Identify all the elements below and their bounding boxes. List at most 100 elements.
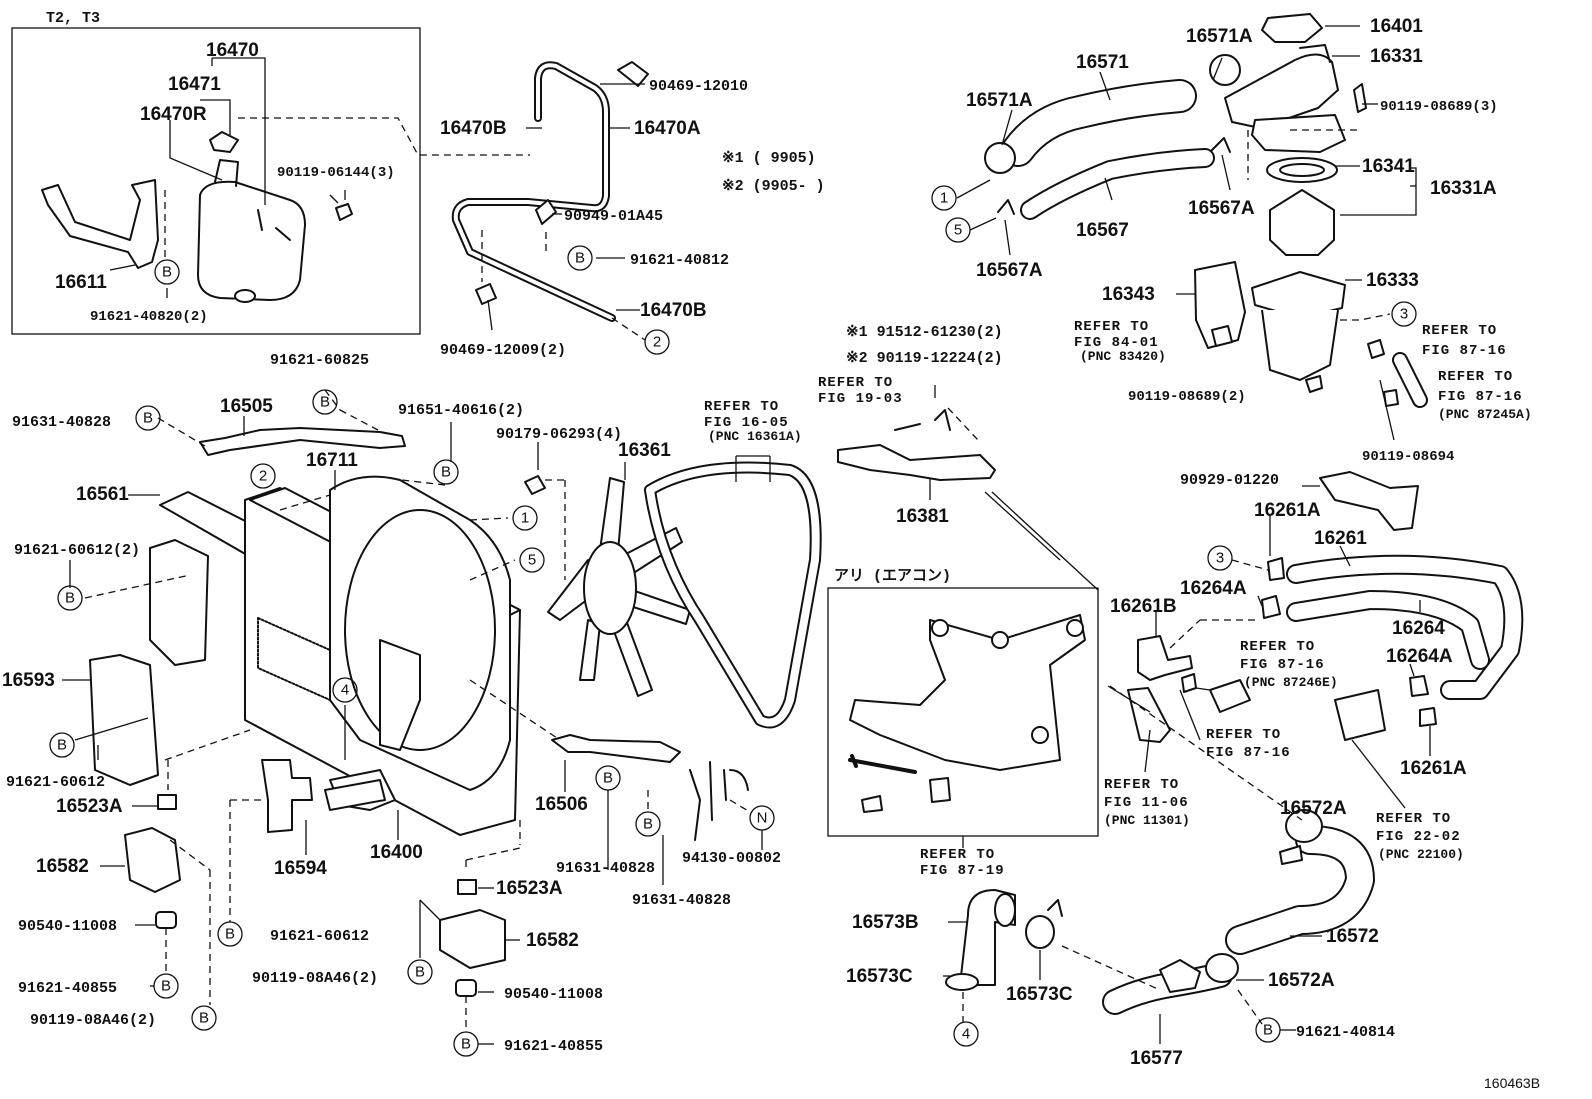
svg-text:1: 1 <box>940 190 948 207</box>
center-hardware-group: 16523A 16582 90119-08A46(2) B 90540-1100… <box>252 878 603 1057</box>
thermostat <box>1269 189 1335 256</box>
svg-text:REFER TO: REFER TO <box>1376 811 1451 827</box>
svg-text:(PNC 87246E): (PNC 87246E) <box>1244 675 1338 690</box>
part-94130-00802: 94130-00802 <box>682 850 781 867</box>
inlet-gasket <box>1194 261 1246 349</box>
svg-text:B: B <box>575 250 585 267</box>
part-16567A-right: 16567A <box>1188 198 1255 219</box>
svg-text:5: 5 <box>528 552 536 569</box>
part-91651-40616: 91651-40616(2) <box>398 402 524 419</box>
note-1: ※1 ( 9905) <box>722 150 816 167</box>
part-16471: 16471 <box>168 74 221 95</box>
reservoir-hose-group: 90469-12010 16470B 16470A 90949-01A45 B … <box>440 61 825 359</box>
fan-hub <box>583 541 637 635</box>
svg-text:1: 1 <box>521 510 529 527</box>
part-16343: 16343 <box>1102 284 1155 305</box>
part-16331A: 16331A <box>1430 178 1497 199</box>
part-16577: 16577 <box>1130 1048 1183 1069</box>
svg-text:B: B <box>1263 1022 1273 1039</box>
part-16523A-center: 16523A <box>496 878 563 899</box>
part-91621-40820: 91621-40820(2) <box>90 309 208 325</box>
part-16573B: 16573B <box>852 912 919 933</box>
part-16331: 16331 <box>1370 46 1423 67</box>
part-16593: 16593 <box>2 670 55 691</box>
part-91631-40828-left: 91631-40828 <box>12 414 111 431</box>
part-16572A-top: 16572A <box>1280 798 1347 819</box>
part-16261A-bottom: 16261A <box>1400 758 1467 779</box>
svg-text:3: 3 <box>1400 306 1408 323</box>
svg-text:2: 2 <box>653 334 661 351</box>
svg-text:2: 2 <box>259 468 267 485</box>
part-90540-11008-center: 90540-11008 <box>504 986 603 1003</box>
part-16573C-right: 16573C <box>1006 984 1073 1005</box>
part-16361: 16361 <box>618 440 671 461</box>
part-16264A-right: 16264A <box>1386 646 1453 667</box>
radiator-group: 91621-60825 B 91631-40828 B 16505 91651-… <box>2 352 731 922</box>
part-90119-06144: 90119-06144(3) <box>277 165 395 181</box>
svg-text:REFER TO: REFER TO <box>1240 639 1315 655</box>
ac-box-title: アリ (エアコン) <box>834 568 951 585</box>
part-91621-40814: 91621-40814 <box>1296 1024 1395 1041</box>
svg-text:FIG 87-16: FIG 87-16 <box>1438 389 1523 405</box>
part-91621-60612-a: 91621-60612 <box>6 774 105 791</box>
left-hardware-group: 16582 90540-11008 B 91621-40855 B 90119-… <box>18 794 369 1031</box>
part-91621-60612-2: 91621-60612(2) <box>14 542 140 559</box>
svg-text:B: B <box>320 394 330 411</box>
svg-text:B: B <box>441 464 451 481</box>
svg-text:5: 5 <box>954 222 962 239</box>
svg-text:B: B <box>603 770 613 787</box>
svg-text:REFER TO: REFER TO <box>920 847 995 863</box>
part-90179-06293: 90179-06293(4) <box>496 426 622 443</box>
part-16470B-upper: 16470B <box>440 118 507 139</box>
part-16401: 16401 <box>1370 16 1423 37</box>
svg-text:B: B <box>643 816 653 833</box>
part-91621-60825: 91621-60825 <box>270 352 369 369</box>
part-16572A-bottom: 16572A <box>1268 970 1335 991</box>
part-16264A-top: 16264A <box>1180 578 1247 599</box>
lower-seal <box>261 759 313 833</box>
svg-text:REFER TO: REFER TO <box>1074 319 1149 335</box>
part-16341: 16341 <box>1362 156 1415 177</box>
radiator-cap <box>1261 13 1323 43</box>
adjusting-bar <box>837 444 996 481</box>
part-90119-08694: 90119-08694 <box>1362 449 1454 465</box>
part-91621-40855-left: 91621-40855 <box>18 980 117 997</box>
part-16470B-lower: 16470B <box>640 300 707 321</box>
svg-text:B: B <box>461 1036 471 1053</box>
hose-clamp-bracket <box>1319 471 1419 531</box>
bracket-16582-left <box>124 827 181 893</box>
svg-text:B: B <box>143 410 153 427</box>
part-90119-08A46-center: 90119-08A46(2) <box>252 970 378 987</box>
svg-text:REFER TO: REFER TO <box>1438 369 1513 385</box>
part-16261: 16261 <box>1314 528 1367 549</box>
part-91621-60612-b: 91621-60612 <box>270 928 369 945</box>
part-16264: 16264 <box>1392 618 1445 639</box>
water-bypass-union <box>1137 635 1193 681</box>
reservoir-cap <box>209 131 239 153</box>
svg-text:(PNC 87245A): (PNC 87245A) <box>1438 407 1532 422</box>
part-16571: 16571 <box>1076 52 1129 73</box>
part-90119-08A46-left: 90119-08A46(2) <box>30 1012 156 1029</box>
part-16567A-left: 16567A <box>976 260 1043 281</box>
part-91621-40855-center: 91621-40855 <box>504 1038 603 1055</box>
svg-text:(PNC 22100): (PNC 22100) <box>1378 847 1464 862</box>
part-90119-08689-2: 90119-08689(2) <box>1128 389 1246 405</box>
svg-text:REFER TO: REFER TO <box>818 375 893 391</box>
water-outlet <box>1224 53 1339 129</box>
svg-text:3: 3 <box>1216 550 1224 567</box>
svg-text:REFER TO: REFER TO <box>1104 777 1179 793</box>
svg-text:B: B <box>65 590 75 607</box>
part-16582-center: 16582 <box>526 930 579 951</box>
part-90540-11008-left: 90540-11008 <box>18 918 117 935</box>
svg-text:FIG 87-19: FIG 87-19 <box>920 863 1005 879</box>
part-16567: 16567 <box>1076 220 1129 241</box>
part-91631-40828-bottom: 91631-40828 <box>632 892 731 909</box>
svg-text:B: B <box>57 737 67 754</box>
part-16505: 16505 <box>220 396 273 417</box>
part-16523A-left: 16523A <box>56 796 123 817</box>
part-90469-12010: 90469-12010 <box>649 78 748 95</box>
note-2: ※2 (9905- ) <box>722 178 825 195</box>
note-bolt-1: ※1 91512-61230(2) <box>846 324 1003 341</box>
